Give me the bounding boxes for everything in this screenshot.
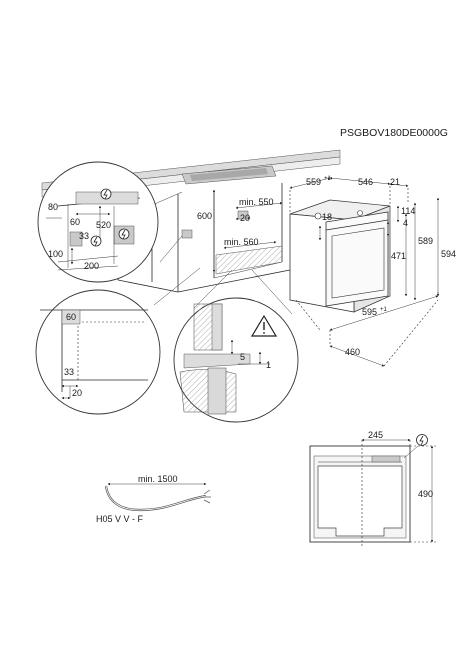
detail-socket-circle [37,161,183,283]
dim-100: 100 [48,249,63,259]
dim-490: 490 [418,489,433,499]
dim-18: 18 [322,212,332,222]
dim-60-corner: 60 [66,312,76,322]
dim-1: 1 [266,360,271,370]
model-code: PSGBOV180DE0000G [340,127,448,139]
dim-200: 200 [84,261,99,271]
oven-perspective [289,176,440,367]
dim-546: 546 [358,177,373,187]
dim-20: 20 [240,213,250,223]
dim-min-560: min. 560 [224,237,259,247]
electric-plug-icon [100,188,112,200]
dim-33-corner: 33 [64,367,74,377]
dim-520: 520 [96,220,111,230]
dim-595: 595 [362,307,377,317]
electric-plug-icon [90,235,102,247]
dim-60: 60 [70,217,80,227]
cable-type: H05 V V - F [96,514,144,524]
dim-20-corner: 20 [72,388,82,398]
electric-plug-icon [416,434,428,446]
dim-559: 559 [306,177,321,187]
oven-front-view [309,434,436,546]
dim-600: 600 [197,211,212,221]
dim-80: 80 [48,202,58,212]
dim-114: 114 [401,206,415,216]
dim-245: 245 [368,430,383,440]
dim-5: 5 [240,352,245,362]
dim-460: 460 [345,347,360,357]
dim-559-tolerance: +1 [324,176,332,182]
cable-min-length: min. 1500 [138,474,178,484]
dim-4: 4 [403,218,408,228]
dim-min-550: min. 550 [239,197,274,207]
electric-plug-icon [118,228,130,240]
dim-471: 471 [391,251,406,261]
dim-595-tolerance: +1 [380,307,388,313]
dim-33: 33 [79,231,89,241]
warning-icon [250,314,278,337]
detail-gap-circle [173,269,299,423]
cable-illustration [104,482,211,512]
dim-21: 21 [390,177,400,187]
detail-corner-circle [35,267,201,415]
dim-589: 589 [418,236,433,246]
dim-594: 594 [441,249,456,259]
